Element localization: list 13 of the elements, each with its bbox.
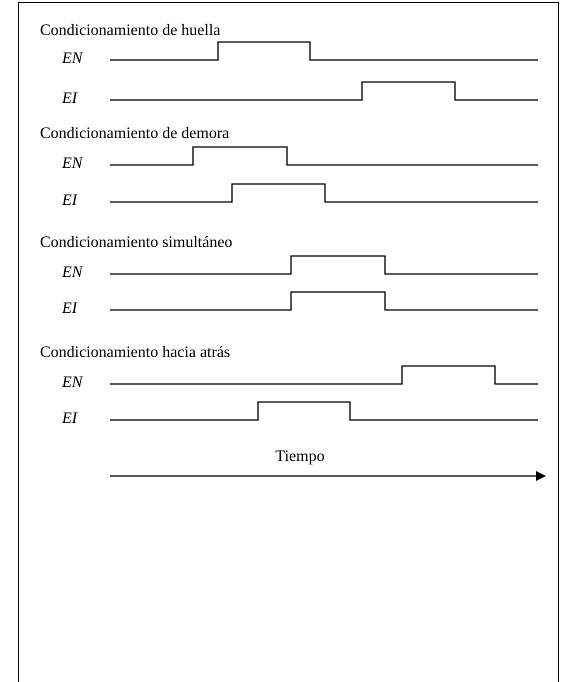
section-heading: Condicionamiento de demora: [40, 125, 230, 143]
signal-label: EN: [62, 264, 82, 282]
signal-label: EN: [62, 50, 82, 68]
signal-label: EI: [62, 300, 78, 318]
section-heading: Condicionamiento simultáneo: [40, 234, 232, 252]
signal-label: EI: [62, 90, 78, 108]
section-heading: Condicionamiento hacia atrás: [40, 344, 230, 362]
section-heading: Condicionamiento de huella: [40, 22, 220, 40]
axis-label: Tiempo: [275, 448, 325, 466]
signal-label: EN: [62, 155, 82, 173]
signal-label: EI: [62, 192, 78, 210]
signal-label: EN: [62, 374, 82, 392]
signal-label: EI: [62, 410, 78, 428]
